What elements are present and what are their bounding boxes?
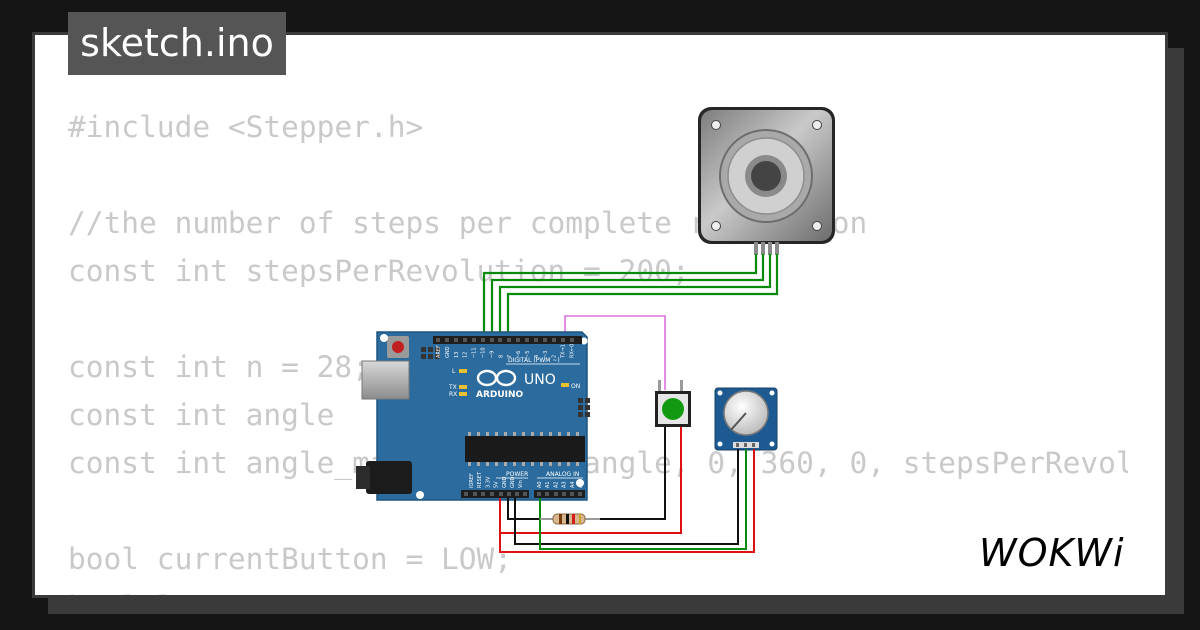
code-line: bool lastButton = LOW;: [68, 583, 1128, 595]
analog-header-label: ANALOG IN: [546, 471, 579, 478]
board-model-label: UNO: [524, 372, 556, 388]
pin-label: 13: [454, 352, 460, 358]
pin-label: 2: [552, 355, 558, 358]
board-brand-label: ARDUINO: [476, 390, 524, 400]
arduino-logo-icon: [476, 369, 517, 387]
motor-wires: [482, 254, 779, 338]
resistor: [540, 513, 600, 525]
stepper-motor[interactable]: [698, 107, 835, 255]
pin-label: Vin: [518, 480, 524, 488]
pin-label: GND: [510, 476, 516, 488]
pin-label: 7: [507, 355, 513, 358]
pin-label: A2: [553, 481, 559, 488]
pin-label: ~6: [516, 351, 522, 358]
potentiometer[interactable]: [714, 387, 778, 451]
pin-label: 5V: [494, 481, 500, 488]
bottom-wires: [499, 427, 755, 553]
pin-label: RESET: [477, 471, 483, 488]
pin-label: A1: [545, 481, 551, 488]
on-led-label: ON: [571, 383, 580, 390]
microcontroller-chip: [465, 436, 585, 462]
tx-led-label: TX: [448, 384, 457, 391]
sketch-title-tab[interactable]: sketch.ino: [68, 12, 286, 75]
pin-label: 8: [498, 355, 504, 358]
pin-label: ~5: [525, 351, 531, 358]
rx-led-label: RX: [449, 391, 457, 398]
push-button[interactable]: [655, 380, 691, 427]
pin-label: ~9: [489, 351, 495, 358]
pin-label: ~11: [472, 347, 478, 358]
power-header-label: POWER: [506, 471, 528, 478]
pin-label: 4: [534, 355, 540, 358]
pin-label: IOREF: [469, 473, 475, 488]
pin-label: AREF: [436, 345, 442, 358]
code-line: #include <Stepper.h>: [68, 110, 424, 144]
pin-label: TX→1: [561, 344, 567, 359]
pin-label: A4: [570, 481, 576, 488]
pin-label: ~10: [481, 347, 487, 358]
code-line: const int angle: [68, 398, 335, 432]
pin-label: 3.3V: [485, 476, 491, 488]
pin-label: ~3: [543, 351, 549, 358]
code-line: //the number of steps per complete revol…: [68, 206, 868, 240]
pin-label: 12: [463, 352, 469, 358]
pin-label: GND: [502, 476, 508, 488]
digital-header-label: DIGITAL (PWM ~): [508, 357, 560, 364]
arduino-uno-board[interactable]: DIGITAL (PWM ~) L TX RX ON UNO ARDUINO P…: [356, 331, 590, 501]
pin-label: RX←0: [570, 344, 576, 358]
wokwi-logo-text: WOKWi: [979, 531, 1125, 575]
project-preview-card[interactable]: #include <Stepper.h> //the number of step…: [32, 32, 1168, 598]
pin-label: A0: [537, 481, 543, 488]
l-led-label: L: [452, 368, 456, 375]
wokwi-logo[interactable]: WOKWi: [975, 526, 1151, 576]
pin-label: GND: [445, 346, 451, 358]
pin-label: A3: [562, 481, 568, 488]
pin-label: A5: [578, 481, 584, 488]
button-signal-wire: [564, 315, 666, 390]
